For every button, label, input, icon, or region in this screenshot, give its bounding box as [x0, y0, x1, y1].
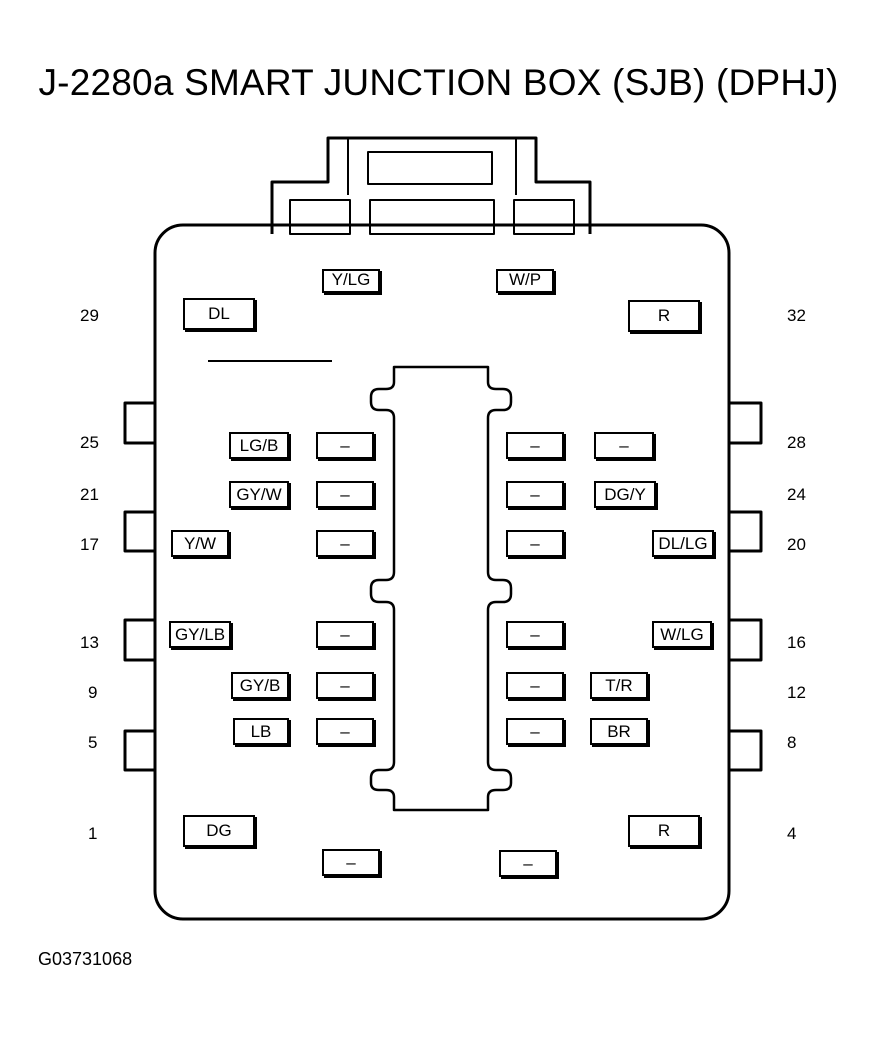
wire-label-pin-28-inner: –: [506, 432, 564, 459]
pin-number-8: 8: [787, 733, 797, 752]
pin-number-5: 5: [88, 733, 98, 752]
wire-label-pin-25: LG/B: [229, 432, 289, 459]
wire-label-top-left: Y/LG: [322, 269, 380, 293]
wire-label-bottom-left: –: [322, 849, 380, 876]
pin-number-29: 29: [80, 306, 99, 325]
wire-label-pin-21: GY/W: [229, 481, 289, 508]
wire-label-pin-28: –: [594, 432, 654, 459]
wire-label-pin-24-inner: –: [506, 481, 564, 508]
wire-label-pin-8-inner: –: [506, 718, 564, 745]
wire-label-bottom-right: –: [499, 850, 557, 877]
wire-label-pin-5-inner: –: [316, 718, 374, 745]
wire-label-pin-4: R: [628, 815, 700, 847]
pin-number-9: 9: [88, 683, 98, 702]
wire-label-pin-17-inner: –: [316, 530, 374, 557]
wire-label-pin-16: W/LG: [652, 621, 712, 648]
wire-label-pin-20: DL/LG: [652, 530, 714, 557]
pin-number-25: 25: [80, 433, 99, 452]
wire-label-pin-32: R: [628, 300, 700, 332]
wire-label-pin-9-inner: –: [316, 672, 374, 699]
pin-number-13: 13: [80, 633, 99, 652]
wire-label-pin-9: GY/B: [231, 672, 289, 699]
pin-number-4: 4: [787, 824, 797, 843]
wire-label-pin-8: BR: [590, 718, 648, 745]
wire-label-pin-1: DG: [183, 815, 255, 847]
pin-number-12: 12: [787, 683, 806, 702]
wire-label-pin-17: Y/W: [171, 530, 229, 557]
pin-number-28: 28: [787, 433, 806, 452]
wire-label-pin-12: T/R: [590, 672, 648, 699]
pin-number-21: 21: [80, 485, 99, 504]
right-key-tab: [729, 401, 763, 445]
wire-label-pin-5: LB: [233, 718, 289, 745]
wire-label-top-right: W/P: [496, 269, 554, 293]
wire-label-pin-20-inner: –: [506, 530, 564, 557]
wire-label-pin-13-inner: –: [316, 621, 374, 648]
connector-body: [153, 223, 731, 921]
latch-window: [367, 151, 493, 185]
pin-number-32: 32: [787, 306, 806, 325]
wire-label-pin-12-inner: –: [506, 672, 564, 699]
connector-latch: [270, 136, 592, 234]
center-cavity: [369, 365, 513, 812]
wire-label-pin-21-inner: –: [316, 481, 374, 508]
wire-label-pin-29: DL: [183, 298, 255, 330]
pin-number-16: 16: [787, 633, 806, 652]
wire-label-pin-25-inner: –: [316, 432, 374, 459]
wire-label-pin-16-inner: –: [506, 621, 564, 648]
pin-number-1: 1: [88, 824, 98, 843]
left-key-tab: [123, 401, 155, 445]
wire-label-pin-13: GY/LB: [169, 621, 231, 648]
figure-id: G03731068: [38, 949, 133, 969]
pin-number-20: 20: [787, 535, 806, 554]
wire-label-pin-24: DG/Y: [594, 481, 656, 508]
diagram-title: J-2280a SMART JUNCTION BOX (SJB) (DPHJ): [38, 62, 839, 103]
pin-number-17: 17: [80, 535, 99, 554]
pin-number-24: 24: [787, 485, 806, 504]
